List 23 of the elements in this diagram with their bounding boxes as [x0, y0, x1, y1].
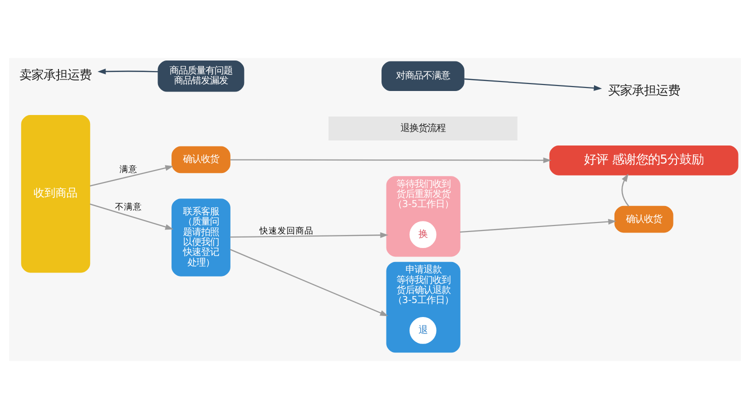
node-box: 确认收货 [614, 205, 674, 232]
arrow [622, 173, 630, 206]
node-box: 联系客服 （质量问题请拍照以便我们快速登记处理） [172, 198, 230, 276]
node-circle: 换 [410, 220, 436, 248]
arrow [230, 232, 388, 238]
arrow [230, 156, 552, 163]
edge-label: 快速发回商品 [259, 226, 314, 236]
edge-label: 满意 [120, 164, 138, 174]
arrow [464, 78, 602, 90]
node-box: 商品质量有问题 商品错发漏发 [158, 60, 244, 92]
node-box: 好评 感谢您的5分鼓励 [549, 145, 738, 175]
node-box: 对商品不满意 [382, 60, 464, 91]
node-text: 卖家承担运费 [20, 68, 92, 82]
arrow [230, 248, 388, 316]
node-box: 收到商品 [21, 114, 90, 272]
node-box: 确认收货 [172, 146, 230, 173]
arrow [98, 68, 158, 74]
arrow [90, 202, 174, 230]
arrow [460, 218, 616, 232]
arrow [90, 164, 174, 186]
node-text: 买家承担运费 [608, 82, 680, 97]
edge-label: 不满意 [115, 202, 142, 212]
node-circle: 退 [410, 316, 436, 344]
